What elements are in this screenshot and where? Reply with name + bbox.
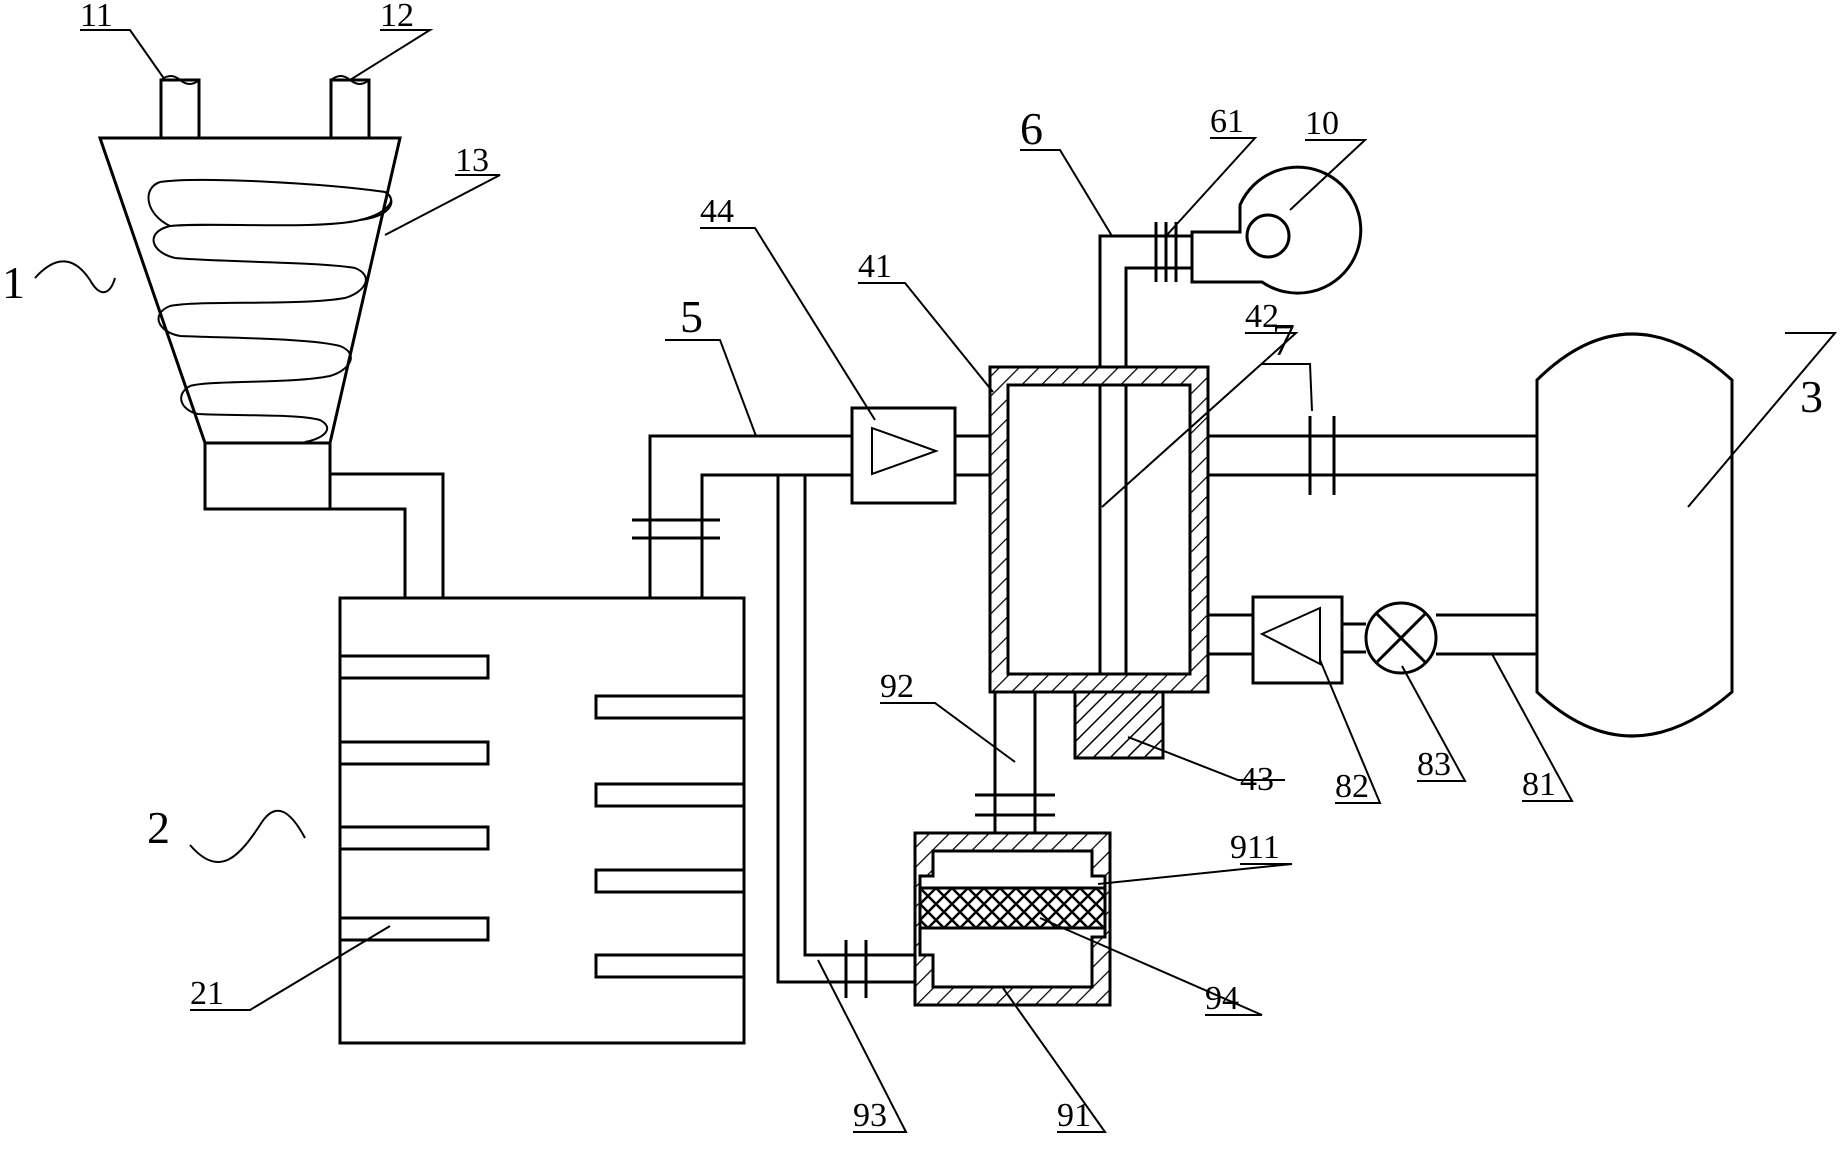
label-10: 10 <box>1305 105 1339 142</box>
return-line-81 <box>1208 595 1537 685</box>
baffle-right-2 <box>594 782 746 808</box>
leader-94 <box>1039 917 1263 1016</box>
leader-41 <box>858 282 994 393</box>
screw-conveyor <box>152 178 392 443</box>
fan-10-impeller <box>1245 213 1291 259</box>
fan-10 <box>1190 165 1363 295</box>
label-94: 94 <box>1205 980 1239 1017</box>
label-21: 21 <box>190 975 224 1012</box>
leader-82 <box>1319 659 1382 804</box>
label-81: 81 <box>1522 766 1556 803</box>
label-5: 5 <box>680 291 703 342</box>
baffle-right-1 <box>594 694 746 720</box>
line-81-mid <box>1342 622 1366 654</box>
label-3: 3 <box>1800 371 1823 422</box>
label-41: 41 <box>858 248 892 285</box>
leader-44 <box>700 227 876 421</box>
filter-unit-91 <box>913 831 1112 1007</box>
pipe-93 <box>776 475 915 984</box>
filter-media-94 <box>918 886 1107 930</box>
baffle-right-3 <box>594 868 746 894</box>
filter-44-symbol <box>871 426 939 476</box>
leader-6 <box>1020 149 1113 237</box>
label-911: 911 <box>1230 829 1280 866</box>
leader-11 <box>80 29 166 81</box>
leader-lines <box>34 29 1838 1133</box>
leader-61 <box>1165 137 1258 237</box>
filter-82-body <box>1251 595 1344 685</box>
leader-7 <box>1262 363 1313 412</box>
leader-21 <box>190 925 391 1011</box>
valve-83-cross-b <box>1375 612 1427 664</box>
label-7: 7 <box>1272 314 1295 365</box>
label-2: 2 <box>147 802 170 853</box>
leader-92 <box>880 702 1016 763</box>
label-13: 13 <box>455 142 489 179</box>
leader-1 <box>34 260 116 294</box>
label-42: 42 <box>1245 298 1279 335</box>
leader-2 <box>189 809 306 864</box>
pipe-7 <box>1208 416 1537 495</box>
hopper-body <box>97 136 402 445</box>
pipe-7-body <box>1208 434 1537 477</box>
filter-44-to-reactor-pipe <box>955 434 990 477</box>
pipe-92-body <box>993 692 1037 833</box>
leader-3 <box>1687 332 1838 508</box>
labels: 11 12 13 1 2 21 5 44 41 6 61 10 7 42 3 4… <box>2 0 1823 1134</box>
leader-91 <box>1002 987 1107 1133</box>
screw-flight-edge <box>147 181 393 227</box>
feed-pipe-12 <box>329 78 371 140</box>
filter-82-symbol <box>1259 606 1321 666</box>
label-82: 82 <box>1335 768 1369 805</box>
leader-43 <box>1127 736 1285 781</box>
label-93: 93 <box>853 1097 887 1134</box>
label-12: 12 <box>380 0 414 34</box>
filter-44-body <box>850 406 957 505</box>
leader-81 <box>1491 653 1574 802</box>
pipe-11-break <box>160 75 200 85</box>
line-81-vessel-side <box>1436 613 1537 656</box>
baffle-left-4 <box>338 916 490 942</box>
label-11: 11 <box>80 0 113 34</box>
baffle-left-3 <box>338 825 490 851</box>
leader-83 <box>1401 665 1467 782</box>
label-1: 1 <box>2 257 25 308</box>
pipe-92 <box>975 692 1055 833</box>
label-44: 44 <box>700 193 734 230</box>
filter-unit-91-wall <box>913 831 1112 1007</box>
baffle-left-2 <box>338 740 490 766</box>
reactor-41 <box>988 365 1210 760</box>
weight-43 <box>1073 690 1165 760</box>
line-81-reactor-side <box>1208 613 1253 656</box>
label-61: 61 <box>1210 103 1244 140</box>
leader-911 <box>1097 863 1293 885</box>
pipe-6-body <box>1098 234 1192 367</box>
pipe-5-body <box>648 434 852 598</box>
hopper-outlet <box>203 441 332 511</box>
pipe-5 <box>632 434 915 998</box>
filter-44 <box>850 406 957 505</box>
label-6: 6 <box>1020 103 1043 154</box>
leader-42 <box>1101 332 1299 508</box>
label-83: 83 <box>1417 746 1451 783</box>
label-91: 91 <box>1057 1097 1091 1134</box>
feed-pipe-11 <box>159 78 201 140</box>
baffle-left-1 <box>338 654 490 680</box>
leader-5 <box>665 339 757 437</box>
baffle-right-4 <box>594 953 746 979</box>
tank-2 <box>338 596 746 1045</box>
leader-10 <box>1289 139 1368 211</box>
leader-93 <box>817 959 908 1133</box>
label-43: 43 <box>1240 761 1274 798</box>
hopper <box>97 75 402 511</box>
hopper-to-tank-pipe <box>330 472 445 598</box>
leader-12 <box>349 29 434 81</box>
vessel-3 <box>1535 332 1734 738</box>
leader-13 <box>384 174 501 236</box>
pipe-6 <box>1098 222 1192 367</box>
label-92: 92 <box>880 668 914 705</box>
